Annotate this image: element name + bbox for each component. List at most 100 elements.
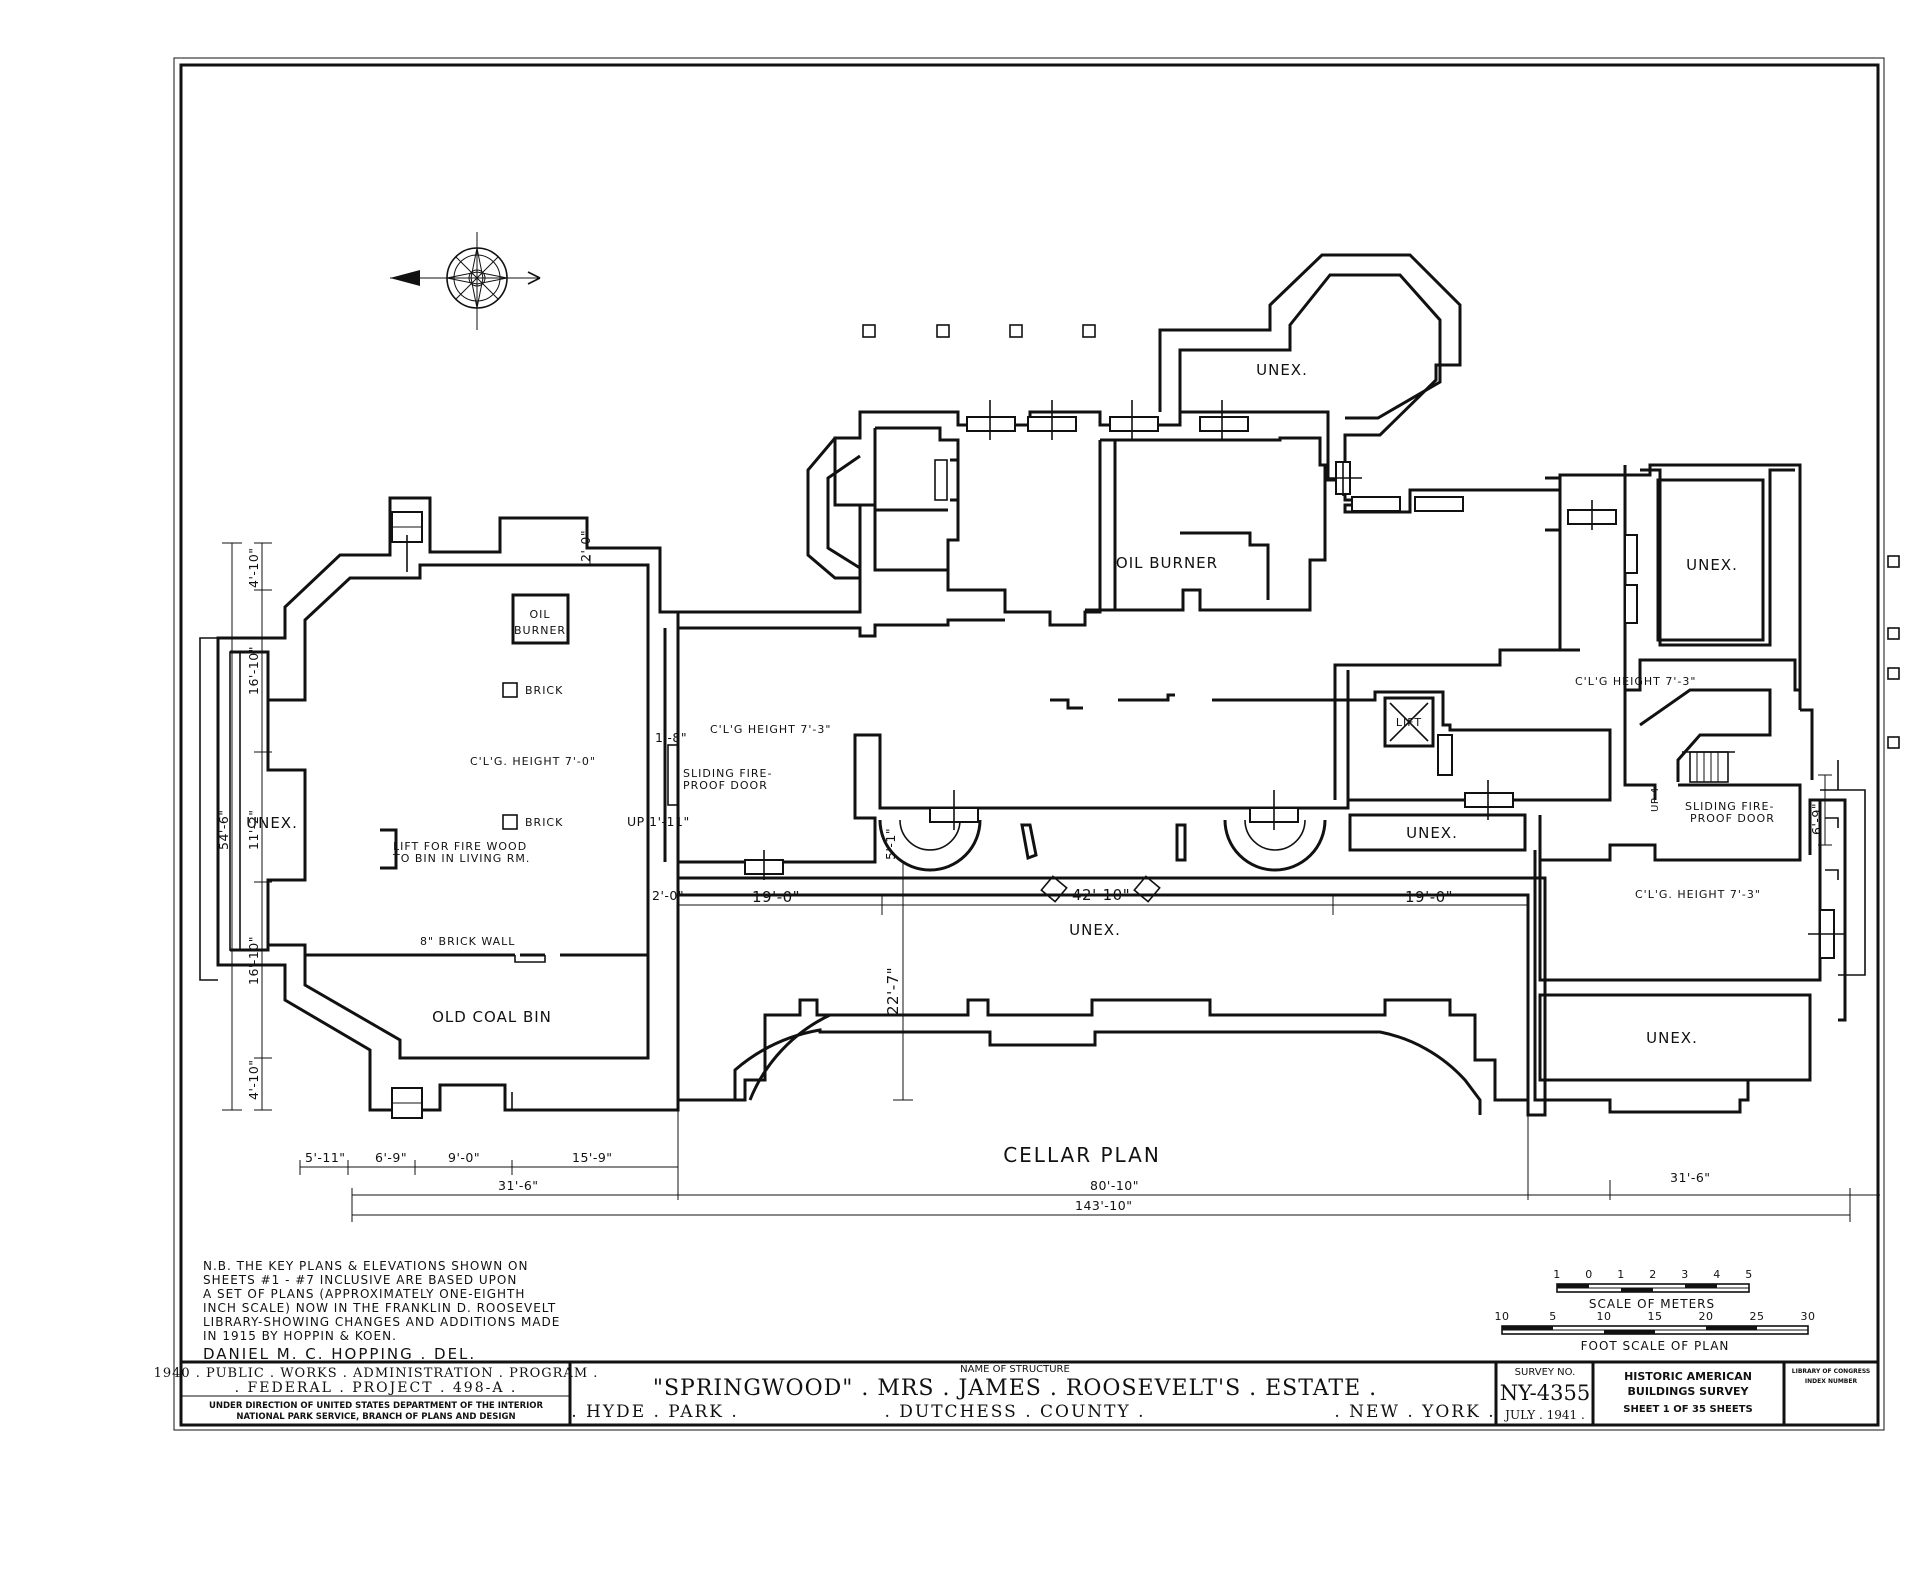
north-windows (966, 400, 1617, 530)
dim-143-10: 143'-10" (1075, 1198, 1132, 1213)
inner-border (179, 63, 1880, 1427)
dim-1-8: 1'-8" (655, 730, 687, 745)
meter-tick-1: 0 (1585, 1268, 1593, 1281)
dim-80-10: 80'-10" (1090, 1178, 1139, 1193)
foot-tick-6: 30 (1801, 1310, 1816, 1323)
label-unex-west: UNEX. (246, 814, 298, 832)
east-wing-outer-wall (1333, 475, 1580, 800)
label-unex-north: UNEX. (1256, 361, 1308, 379)
dim-11-2: 11'-2" (246, 809, 261, 850)
meter-scale-label: SCALE OF METERS (1589, 1297, 1715, 1311)
compass-rose-icon (390, 232, 541, 330)
dim-4-10-bot: 4'-10" (246, 1059, 261, 1100)
meter-tick-6: 5 (1745, 1268, 1753, 1281)
label-unex-center: UNEX. (1069, 921, 1121, 939)
dimension-texts: 4'-10" 16'-10" 11'-2" 16'-10" 4'-10" 54'… (216, 530, 1824, 1213)
name-of-structure-label: NAME OF STRUCTURE (960, 1364, 1070, 1375)
dim-31-6-left: 31'-6" (498, 1178, 539, 1193)
dim-4-10-top: 4'-10" (246, 547, 261, 588)
dim-16-10-top: 16'-10" (246, 646, 261, 695)
meter-tick-5: 4 (1713, 1268, 1721, 1281)
oil-burner-box (511, 593, 570, 645)
dim-5-1: 5'-1" (883, 828, 898, 860)
foot-tick-3: 15 (1648, 1310, 1663, 1323)
meter-tick-2: 1 (1617, 1268, 1625, 1281)
dim-9-0: 9'-0" (448, 1150, 480, 1165)
meter-scale-bar: 1 0 1 2 3 4 5 SCALE OF METERS (1553, 1268, 1753, 1311)
dim-2-0-top: 2'-0" (578, 530, 593, 562)
label-sliding-door-1a: SLIDING FIRE- (683, 767, 772, 780)
label-brick-1: BRICK (525, 684, 563, 697)
west-wing-inner-wall (266, 563, 650, 1060)
program-line-2: . FEDERAL . PROJECT . 498-A . (235, 1380, 518, 1396)
foot-tick-0: 10 (1495, 1310, 1510, 1323)
sheet-number: SHEET 1 OF 35 SHEETS (1623, 1404, 1752, 1415)
county-name: . DUTCHESS . COUNTY . (884, 1402, 1145, 1422)
dim-15-9: 15'-9" (572, 1150, 613, 1165)
dim-up-4: UP 4" (1650, 782, 1661, 812)
foot-tick-5: 25 (1750, 1310, 1765, 1323)
dim-16-10-bot: 16'-10" (246, 936, 261, 985)
dim-2-0-left: 2'-0" (652, 888, 684, 903)
foot-tick-1: 5 (1549, 1310, 1557, 1323)
program-line-4: NATIONAL PARK SERVICE, BRANCH OF PLANS A… (236, 1412, 515, 1422)
north-piers (862, 324, 1096, 338)
outer-border (173, 57, 1885, 1431)
east-room-wall (1533, 798, 1822, 1102)
label-clg-mid: C'L'G HEIGHT 7'-3" (710, 723, 831, 736)
dim-54-6: 54'-6" (216, 809, 231, 850)
label-brick-2: BRICK (525, 816, 563, 829)
note-line-6: IN 1915 BY HOPPIN & KOEN. (203, 1329, 397, 1343)
foot-scale-bar: 10 5 10 15 20 25 30 FOOT SCALE OF PLAN (1495, 1310, 1816, 1353)
structure-name: "SPRINGWOOD" . MRS . JAMES . ROOSEVELT'S… (653, 1376, 1377, 1401)
program-line-3: UNDER DIRECTION OF UNITED STATES DEPARTM… (209, 1401, 544, 1411)
label-unex-small: UNEX. (1406, 824, 1458, 842)
program-line-1: 1940 . PUBLIC . WORKS . ADMINISTRATION .… (154, 1366, 599, 1381)
label-lift-firewood-2: TO BIN IN LIVING RM. (392, 852, 530, 865)
habs-line-2: BUILDINGS SURVEY (1628, 1385, 1750, 1398)
floor-plan (199, 253, 1866, 1119)
note-line-2: SHEETS #1 - #7 INCLUSIVE ARE BASED UPON (203, 1273, 517, 1287)
dim-6-9: 6'-9" (1809, 803, 1824, 835)
lift-box (1383, 696, 1435, 748)
central-unex-wall (678, 876, 1547, 1117)
habs-line-1: HISTORIC AMERICAN (1624, 1370, 1752, 1383)
delineator: DANIEL M. C. HOPPING . DEL. (203, 1345, 476, 1363)
meter-tick-0: 1 (1553, 1268, 1561, 1281)
note-line-3: A SET OF PLANS (APPROXIMATELY ONE-EIGHTH (203, 1287, 525, 1301)
town-name: . HYDE . PARK . (571, 1402, 739, 1422)
loc-line-2: INDEX NUMBER (1805, 1378, 1858, 1385)
label-lift: LIFT (1396, 716, 1422, 729)
foot-tick-4: 20 (1699, 1310, 1714, 1323)
label-unex-east: UNEX. (1686, 556, 1738, 574)
survey-no-label: SURVEY NO. (1515, 1367, 1576, 1378)
label-lift-firewood-1: LIFT FOR FIRE WOOD (393, 840, 527, 853)
label-oil-burner-top: OIL BURNER (1116, 554, 1218, 572)
label-old-coal-bin: OLD COAL BIN (432, 1008, 552, 1026)
notes-block: N.B. THE KEY PLANS & ELEVATIONS SHOWN ON… (203, 1259, 560, 1363)
label-sliding-door-1b: PROOF DOOR (683, 779, 768, 792)
title-block: 1940 . PUBLIC . WORKS . ADMINISTRATION .… (154, 1360, 1878, 1425)
dimension-lines (222, 542, 1880, 1222)
dim-6-9-bot: 6'-9" (375, 1150, 407, 1165)
loc-line-1: LIBRARY OF CONGRESS (1792, 1368, 1870, 1375)
label-oil-burner-box-1: OIL (529, 608, 550, 621)
note-line-1: N.B. THE KEY PLANS & ELEVATIONS SHOWN ON (203, 1259, 528, 1273)
meter-tick-3: 2 (1649, 1268, 1657, 1281)
note-line-5: LIBRARY-SHOWING CHANGES AND ADDITIONS MA… (203, 1315, 560, 1329)
east-piers (1887, 555, 1900, 749)
note-line-4: INCH SCALE) NOW IN THE FRANKLIN D. ROOSE… (203, 1301, 556, 1315)
foot-scale-label: FOOT SCALE OF PLAN (1581, 1339, 1730, 1353)
dim-42-10: 42'-10" (1072, 886, 1130, 904)
state-name: . NEW . YORK . (1334, 1402, 1495, 1422)
dim-5-11: 5'-11" (305, 1150, 346, 1165)
dim-19-0-left: 19'-0" (752, 888, 800, 906)
survey-date: JULY . 1941 . (1503, 1408, 1585, 1422)
label-oil-burner-box-2: BURNER (514, 624, 566, 637)
dim-up-1-11: UP 1'-11" (627, 814, 690, 829)
label-clg-east-upper: C'L'G HEIGHT 7'-3" (1575, 675, 1696, 688)
plan-title: CELLAR PLAN (1003, 1143, 1161, 1167)
meter-tick-4: 3 (1681, 1268, 1689, 1281)
label-clg-west: C'L'G. HEIGHT 7'-0" (470, 755, 596, 768)
